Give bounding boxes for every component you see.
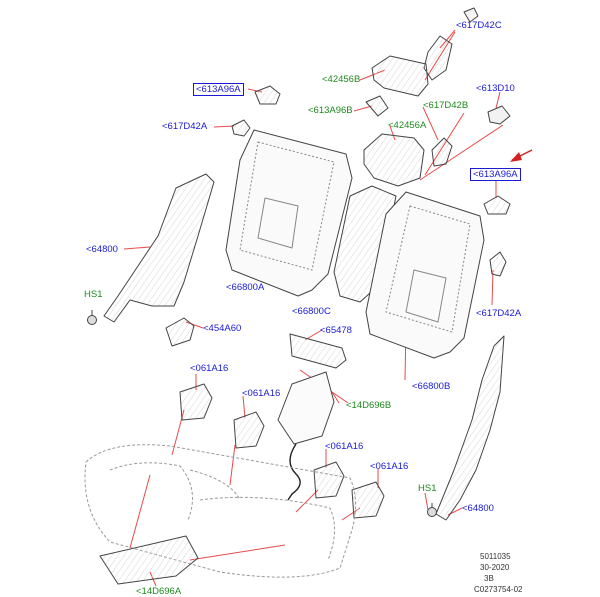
callout-613a96b[interactable]: <613A96B	[308, 105, 353, 116]
callout-454a60[interactable]: <454A60	[203, 323, 242, 334]
hinge-061a16-3	[313, 461, 345, 499]
reference-date: 30-2020	[480, 563, 510, 572]
parts-line-art	[84, 7, 511, 585]
attention-arrow	[510, 149, 533, 162]
callout-66800c[interactable]: <66800C	[292, 306, 331, 317]
pad-42456b	[371, 55, 429, 97]
callout-64800-right[interactable]: <64800	[462, 503, 494, 514]
guide-613a96b	[365, 95, 389, 117]
callout-42456a[interactable]: <42456A	[388, 120, 427, 131]
seat-cushion-phantom	[84, 444, 356, 578]
reference-number: 5011035	[480, 552, 511, 561]
hinge-061a16-4	[351, 481, 385, 519]
mat-14d696a	[99, 535, 199, 585]
callout-hs1-right[interactable]: HS1	[418, 483, 437, 494]
reference-drawing-id: C0273754-02	[474, 585, 523, 594]
bracket-617d42a-left	[231, 119, 251, 137]
callout-061a16-1[interactable]: <061A16	[190, 363, 229, 374]
callout-65478[interactable]: <65478	[320, 325, 352, 336]
side-trim-64800-left	[103, 173, 215, 323]
hinge-061a16-2	[233, 411, 265, 449]
callout-66800a[interactable]: <66800A	[226, 282, 265, 293]
callout-66800b[interactable]: <66800B	[412, 381, 451, 392]
clip-454a60	[165, 317, 195, 347]
callout-061a16-2[interactable]: <061A16	[242, 388, 281, 399]
callout-14d696a[interactable]: <14D696A	[136, 586, 182, 597]
bracket-617d42b	[431, 137, 453, 167]
cover-613d10	[487, 105, 511, 125]
latch-cover-613a96a-right	[483, 195, 511, 215]
bracket-617d42a-right	[489, 251, 507, 277]
callout-hs1-left[interactable]: HS1	[84, 289, 103, 300]
latch-cover-613a96a-left	[254, 85, 281, 105]
bracket-617d42c-top	[423, 7, 479, 81]
callout-617d42b[interactable]: <617D42B	[423, 100, 469, 111]
callout-061a16-3[interactable]: <061A16	[325, 441, 364, 452]
screw-hs1-left	[87, 310, 97, 325]
callout-617d42c-top[interactable]: <617D42C	[456, 20, 502, 31]
callout-42456b[interactable]: <42456B	[322, 74, 361, 85]
callout-061a16-4[interactable]: <061A16	[370, 461, 409, 472]
hinge-061a16-1	[179, 383, 213, 421]
side-trim-64800-right	[435, 335, 505, 521]
callout-613a96a-left[interactable]: <613A96A	[193, 83, 244, 96]
cover-65478	[289, 333, 347, 369]
screw-hs1-right	[427, 503, 437, 517]
callout-617d42a-left[interactable]: <617D42A	[162, 121, 208, 132]
callout-14d696b[interactable]: <14D696B	[346, 400, 392, 411]
callout-613d10[interactable]: <613D10	[476, 83, 515, 94]
reference-revision: 3B	[484, 574, 494, 583]
callout-617d42a-right[interactable]: <617D42A	[476, 308, 522, 319]
armrest-42456a	[363, 133, 425, 187]
callout-613a96a-right[interactable]: <613A96A	[470, 168, 521, 181]
backrest-66800a	[225, 129, 353, 297]
heater-mat-14d696b	[277, 371, 335, 501]
callout-64800-left[interactable]: <64800	[86, 244, 118, 255]
